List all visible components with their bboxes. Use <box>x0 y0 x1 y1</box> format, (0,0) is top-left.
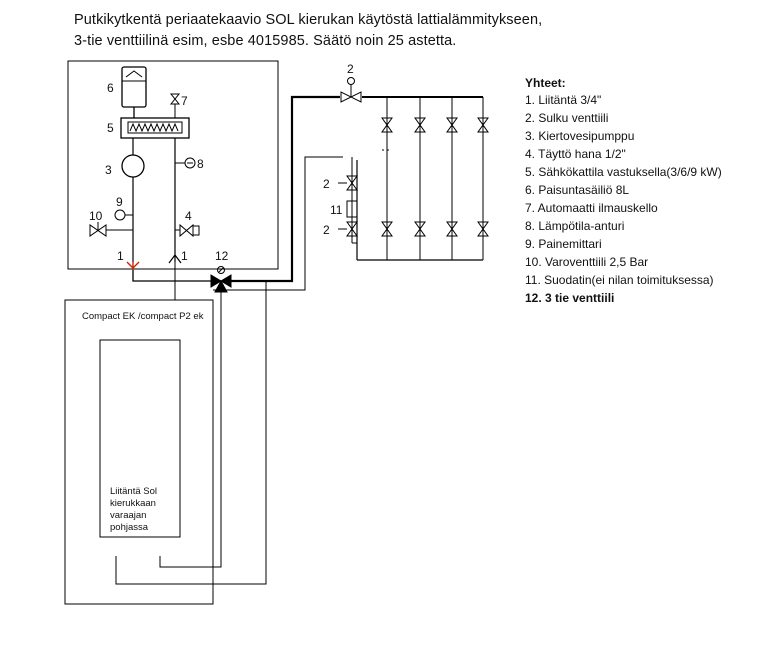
boiler-enclosure <box>67 60 279 270</box>
legend-item: 10. Varoventtiili 2,5 Bar <box>525 255 649 269</box>
page-title-line-1: Putkikytkentä periaatekaavio SOL kieruka… <box>74 12 543 28</box>
circulation-pump-icon <box>121 154 145 178</box>
label-1-right: 1 <box>181 249 188 263</box>
boiler-internal-piping <box>132 138 176 262</box>
shutoff-valve-top-icon <box>340 77 362 103</box>
legend-item: 2. Sulku venttiili <box>525 111 609 125</box>
page-title-line-2: 3-tie venttiilinä esim, esbe 4015985. Sä… <box>74 33 457 49</box>
legend-item: 8. Lämpötila-anturi <box>525 219 625 233</box>
electric-heater-icon <box>120 117 190 139</box>
system-piping <box>115 95 483 585</box>
legend-heading: Yhteet: <box>525 76 566 90</box>
label-1-left: 1 <box>117 249 124 263</box>
legend-item: 5. Sähkökattila vastuksella(3/6/9 kW) <box>525 165 722 179</box>
label-5: 5 <box>107 121 114 135</box>
fill-valve-icon <box>175 223 200 238</box>
legend-item: 11. Suodatin(ei nilan toimituksessa) <box>525 273 714 287</box>
label-8: 8 <box>197 157 204 171</box>
tank-model-label: Compact EK /compact P2 ek <box>82 311 204 322</box>
legend-item: 7. Automaatti ilmauskello <box>525 201 658 215</box>
legend-item: 4. Täyttö hana 1/2" <box>525 147 626 161</box>
label-2-lower: 2 <box>323 223 330 237</box>
tank-coil-note: Liitäntä Sol kierukkaan varaajan pohjass… <box>110 486 158 533</box>
label-2-upper: 2 <box>323 177 330 191</box>
air-vent-icon <box>169 93 181 118</box>
legend-item: 9. Painemittari <box>525 237 602 251</box>
label-11: 11 <box>330 203 343 217</box>
pressure-gauge-icon <box>114 209 133 221</box>
label-3: 3 <box>105 163 112 177</box>
connection-1-right-icon <box>168 254 182 290</box>
label-6: 6 <box>107 81 114 95</box>
temperature-sensor-icon <box>175 157 196 169</box>
legend-item: 6. Paisuntasäiliö 8L <box>525 183 630 197</box>
connection-1-left-icon <box>126 261 140 270</box>
tank-enclosure <box>64 299 214 605</box>
label-9: 9 <box>116 195 123 209</box>
return-valves <box>338 157 358 244</box>
legend-item: 3. Kiertovesipumppu <box>525 129 635 143</box>
tank-inner <box>99 339 181 538</box>
legend-item: 1. Liitäntä 3/4" <box>525 93 602 107</box>
loop-valves <box>381 117 489 237</box>
safety-valve-icon <box>89 222 133 237</box>
label-7: 7 <box>181 94 188 108</box>
legend-item: 12. 3 tie venttiili <box>525 291 615 305</box>
three-way-valve-icon <box>210 266 232 293</box>
expansion-tank-icon <box>121 66 147 118</box>
label-2-top: 2 <box>347 62 354 76</box>
label-10: 10 <box>89 209 103 223</box>
label-12: 12 <box>215 249 229 263</box>
label-4: 4 <box>185 209 192 223</box>
